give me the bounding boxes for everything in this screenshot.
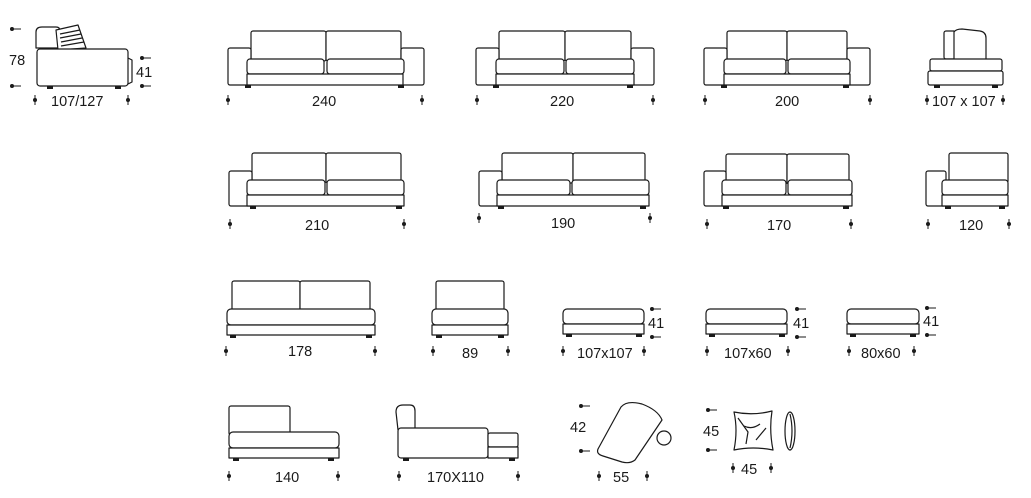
sofa-200-width-label: 200 bbox=[775, 94, 799, 110]
chaise-140: 140 bbox=[226, 405, 341, 486]
headrest: 42 55 bbox=[570, 401, 672, 486]
pouf-80x60-height-label: 41 bbox=[923, 314, 939, 330]
chaise-reclining-height-label: 78 bbox=[9, 53, 25, 69]
chaise-reclining-width-label: 107/127 bbox=[51, 94, 103, 110]
armless-178-width-label: 178 bbox=[288, 344, 312, 360]
pouf-107x107-width-label: 107x107 bbox=[577, 346, 633, 362]
chaise-170x110-width-label: 170X110 bbox=[427, 470, 484, 486]
sofa-200: 200 bbox=[702, 30, 873, 110]
headrest-height-label: 42 bbox=[570, 420, 586, 436]
sofa-arm-left-190: 190 bbox=[476, 152, 653, 232]
sofa-arm-left-210: 210 bbox=[227, 152, 407, 234]
armless-89: 89 bbox=[430, 280, 511, 362]
corner: 107 x 107 bbox=[924, 28, 1006, 110]
chaise-reclining: 78 41 107/127 bbox=[9, 24, 152, 110]
chaise-140-width-label: 140 bbox=[275, 470, 299, 486]
pouf-80x60: 41 80x60 bbox=[846, 305, 939, 362]
corner-width-label: 107 x 107 bbox=[932, 94, 996, 110]
chaise-170x110: 170X110 bbox=[395, 404, 521, 486]
cushion: 45 45 bbox=[703, 407, 796, 478]
pouf-107x107-height-label: 41 bbox=[648, 316, 664, 332]
headrest-width-label: 55 bbox=[613, 470, 629, 486]
armless-178: 178 bbox=[223, 280, 378, 360]
chaise-reclining-seat-label: 41 bbox=[136, 65, 152, 81]
pouf-107x60-width-label: 107x60 bbox=[724, 346, 772, 362]
sofa-arm-left-120-width-label: 120 bbox=[959, 218, 983, 234]
sofa-arm-left-120: 120 bbox=[925, 152, 1012, 234]
sofa-240-width-label: 240 bbox=[312, 94, 336, 110]
armless-89-width-label: 89 bbox=[462, 346, 478, 362]
sofa-arm-left-210-width-label: 210 bbox=[305, 218, 329, 234]
sofa-arm-left-190-width-label: 190 bbox=[551, 216, 575, 232]
sofa-arm-left-170: 170 bbox=[703, 153, 854, 234]
sofa-240: 240 bbox=[225, 30, 425, 110]
sofa-220: 220 bbox=[474, 30, 656, 110]
pouf-107x60: 41 107x60 bbox=[704, 306, 809, 362]
cushion-width-label: 45 bbox=[741, 462, 757, 478]
pouf-107x60-height-label: 41 bbox=[793, 316, 809, 332]
pouf-107x107: 41 107x107 bbox=[560, 306, 664, 362]
sofa-220-width-label: 220 bbox=[550, 94, 574, 110]
cushion-height-label: 45 bbox=[703, 424, 719, 440]
sofa-arm-left-170-width-label: 170 bbox=[767, 218, 791, 234]
pouf-80x60-width-label: 80x60 bbox=[861, 346, 901, 362]
